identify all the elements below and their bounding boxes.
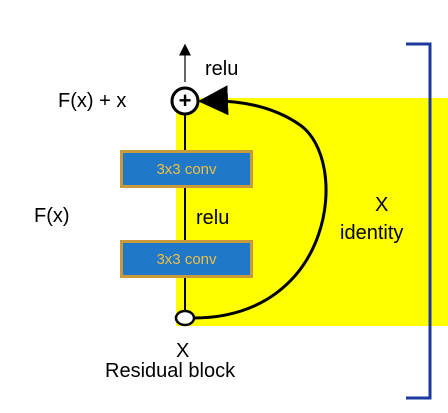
shortcut-x-label: X (375, 194, 389, 216)
sum-label: F(x) + x (58, 90, 127, 112)
output-relu-label: relu (205, 58, 239, 80)
sum-node (170, 86, 200, 116)
mid-relu-label: relu (196, 207, 230, 229)
shortcut-identity-label: identity (340, 222, 404, 244)
sum-symbol: + (179, 88, 192, 113)
caption: Residual block (105, 360, 236, 382)
residual-function-label: F(x) (34, 205, 70, 227)
identity-arc (192, 85, 328, 320)
input-x-label: X (176, 340, 190, 362)
conv-block-top-label: 3x3 conv (156, 160, 217, 178)
conv-block-bottom-label: 3x3 conv (156, 250, 217, 268)
conv-block-bottom: 3x3 conv (120, 240, 253, 278)
conv-block-top: 3x3 conv (120, 150, 253, 188)
right-bracket (406, 42, 432, 400)
input-node (174, 309, 196, 327)
